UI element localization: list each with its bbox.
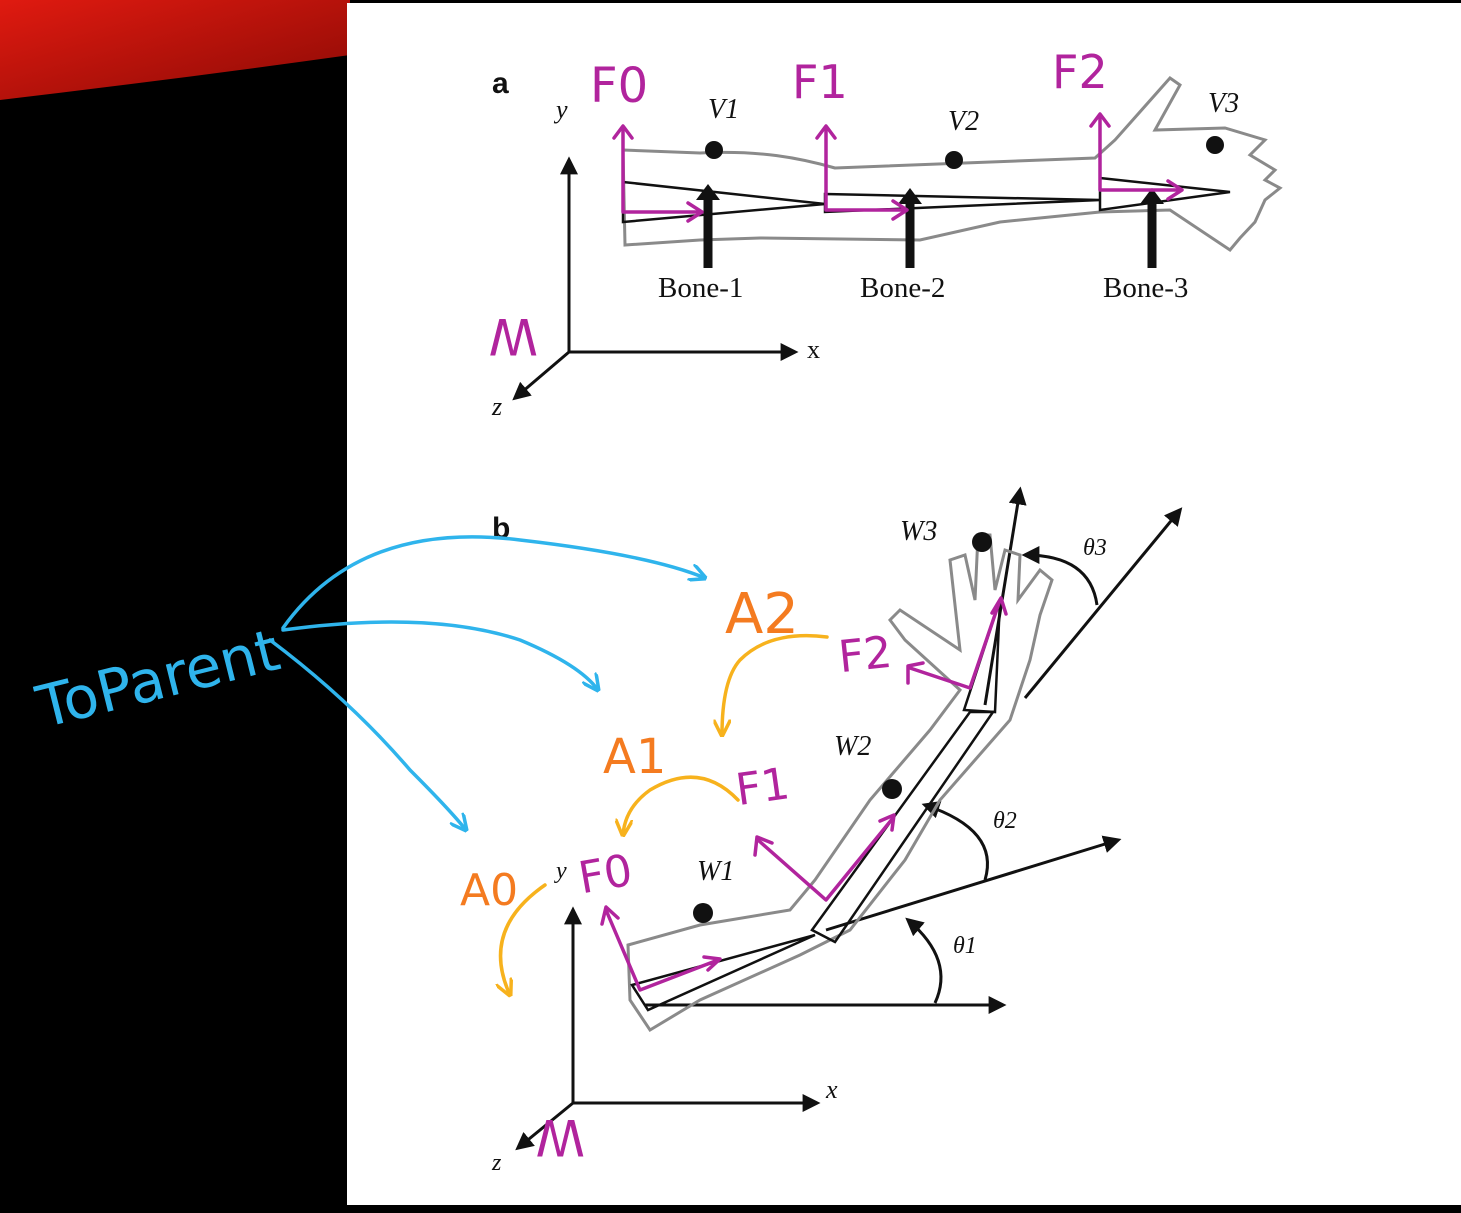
panel-b-world-axes: y x z W — [491, 858, 838, 1176]
panel-a-vertex-2 — [945, 151, 963, 169]
panel-a-frame-1-label: F1 — [792, 55, 848, 109]
transform-arrows — [501, 633, 829, 995]
panel-b-arm-outline — [626, 533, 1054, 1033]
transform-a1-label: A1 — [603, 729, 666, 785]
to-parent-arrow-a2 — [281, 535, 705, 630]
panel-a-label: a — [492, 67, 509, 100]
panel-a-vertex-1 — [705, 141, 723, 159]
corner-swoosh — [0, 0, 350, 100]
panel-b-frame-0-label: F0 — [575, 845, 636, 904]
panel-b-z-axis-label: z — [491, 1150, 502, 1176]
panel-b-world-label: W — [536, 1108, 585, 1166]
figure-page — [347, 3, 1461, 1205]
panel-a-z-axis-label: z — [491, 392, 502, 421]
panel-a-bone-1-label: Bone-1 — [658, 272, 743, 304]
panel-a-bone-arrows — [696, 184, 1164, 268]
panel-a-frames — [612, 112, 1184, 223]
panel-a-y-axis-label: y — [553, 95, 568, 124]
panel-b-angle-2-label: θ2 — [993, 808, 1017, 834]
to-parent-label: ToParent — [29, 616, 286, 742]
panel-b-frame-1-label: F1 — [733, 758, 793, 816]
panel-a-vertex-3 — [1206, 136, 1224, 154]
panel-a-frame-2-label: F2 — [1052, 45, 1108, 99]
panel-b-vertex-2 — [882, 779, 902, 799]
panel-a-vertex-2-label: V2 — [948, 106, 979, 137]
panel-b-vertex-1 — [693, 903, 713, 923]
panel-b-angle-3-label: θ3 — [1083, 535, 1107, 561]
panel-a-vertex-3-label: V3 — [1208, 88, 1239, 119]
panel-a-bone-2-label: Bone-2 — [860, 272, 945, 304]
panel-a-vertex-1-label: V1 — [708, 94, 739, 125]
panel-b-x-axis-label: x — [825, 1075, 838, 1104]
panel-a-x-axis-label: x — [807, 335, 820, 364]
panel-b-frames — [600, 596, 1008, 992]
panel-b-frame-2-label: F2 — [836, 627, 894, 683]
panel-a-world-label: W — [489, 307, 538, 365]
panel-a-world-axes: y x z W — [489, 95, 820, 421]
panel-a-arm-outline — [621, 76, 1283, 252]
transform-a0-label: A0 — [460, 865, 518, 916]
panel-b-vertex-3-label: W3 — [900, 516, 937, 547]
panel-b: b y x z W θ1 θ2 θ3 — [460, 486, 1183, 1176]
panel-b-vertex-3 — [972, 532, 992, 552]
panel-a: a y x z W V1 V2 V3 — [489, 45, 1283, 421]
panel-b-vertex-2-label: W2 — [834, 731, 871, 762]
panel-a-frame-0-label: F0 — [590, 58, 648, 114]
panel-b-y-axis-label: y — [554, 858, 567, 884]
panel-b-vertex-1-label: W1 — [697, 856, 734, 887]
to-parent-arrow-a0 — [268, 638, 466, 830]
panel-b-angle-1-label: θ1 — [953, 933, 977, 959]
to-parent-arrow-a1 — [281, 620, 598, 690]
panel-a-bone-3-label: Bone-3 — [1103, 272, 1188, 304]
